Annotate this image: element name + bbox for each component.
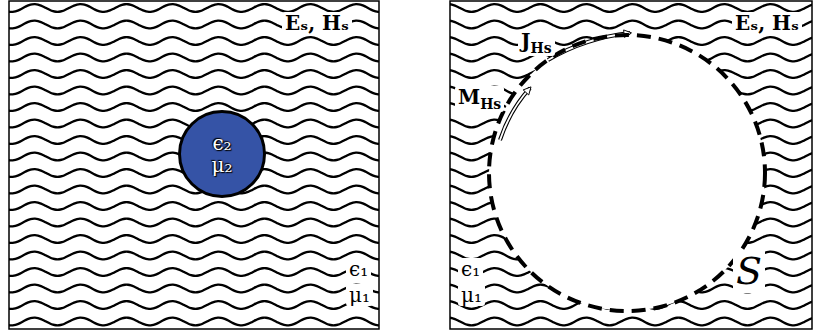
medium-label: μ₁: [346, 284, 373, 306]
wave-line: [9, 87, 379, 95]
wave-line: [9, 103, 379, 111]
medium-label: ϵ₁: [346, 258, 371, 280]
wave-line: [450, 4, 812, 12]
wave-line: [9, 37, 379, 45]
wave-line: [9, 202, 379, 210]
wave-line: [9, 4, 379, 12]
wave-line: [9, 268, 379, 276]
wave-line: [450, 318, 812, 326]
medium-label: ϵ₁: [458, 258, 483, 280]
surface-circle: S: [489, 35, 765, 311]
wave-lines: [9, 4, 379, 325]
field-label: Eₛ, Hₛ: [282, 12, 352, 34]
current-label: JHs: [518, 30, 555, 56]
material-label: ϵ₂: [212, 132, 231, 154]
field-label: Eₛ, Hₛ: [732, 12, 802, 34]
wave-line: [9, 70, 379, 78]
panel-frame: [9, 1, 379, 329]
panel-frame: [450, 1, 812, 329]
wave-line: [9, 285, 379, 293]
scatterer-circle: ϵ₂μ₂: [178, 110, 266, 198]
empty-region: [489, 35, 765, 311]
wave-line: [9, 235, 379, 243]
wave-line: [9, 219, 379, 227]
wave-line: [9, 318, 379, 326]
wave-line: [9, 252, 379, 260]
wave-lines: [450, 4, 812, 325]
wave-line: [9, 54, 379, 62]
current-label: MHs: [455, 86, 504, 112]
wave-line: [9, 301, 379, 309]
material-label: μ₂: [211, 154, 232, 176]
medium-label: μ₁: [458, 284, 485, 306]
surface-label: S: [733, 251, 765, 293]
surface-circle-outline: [489, 35, 765, 311]
